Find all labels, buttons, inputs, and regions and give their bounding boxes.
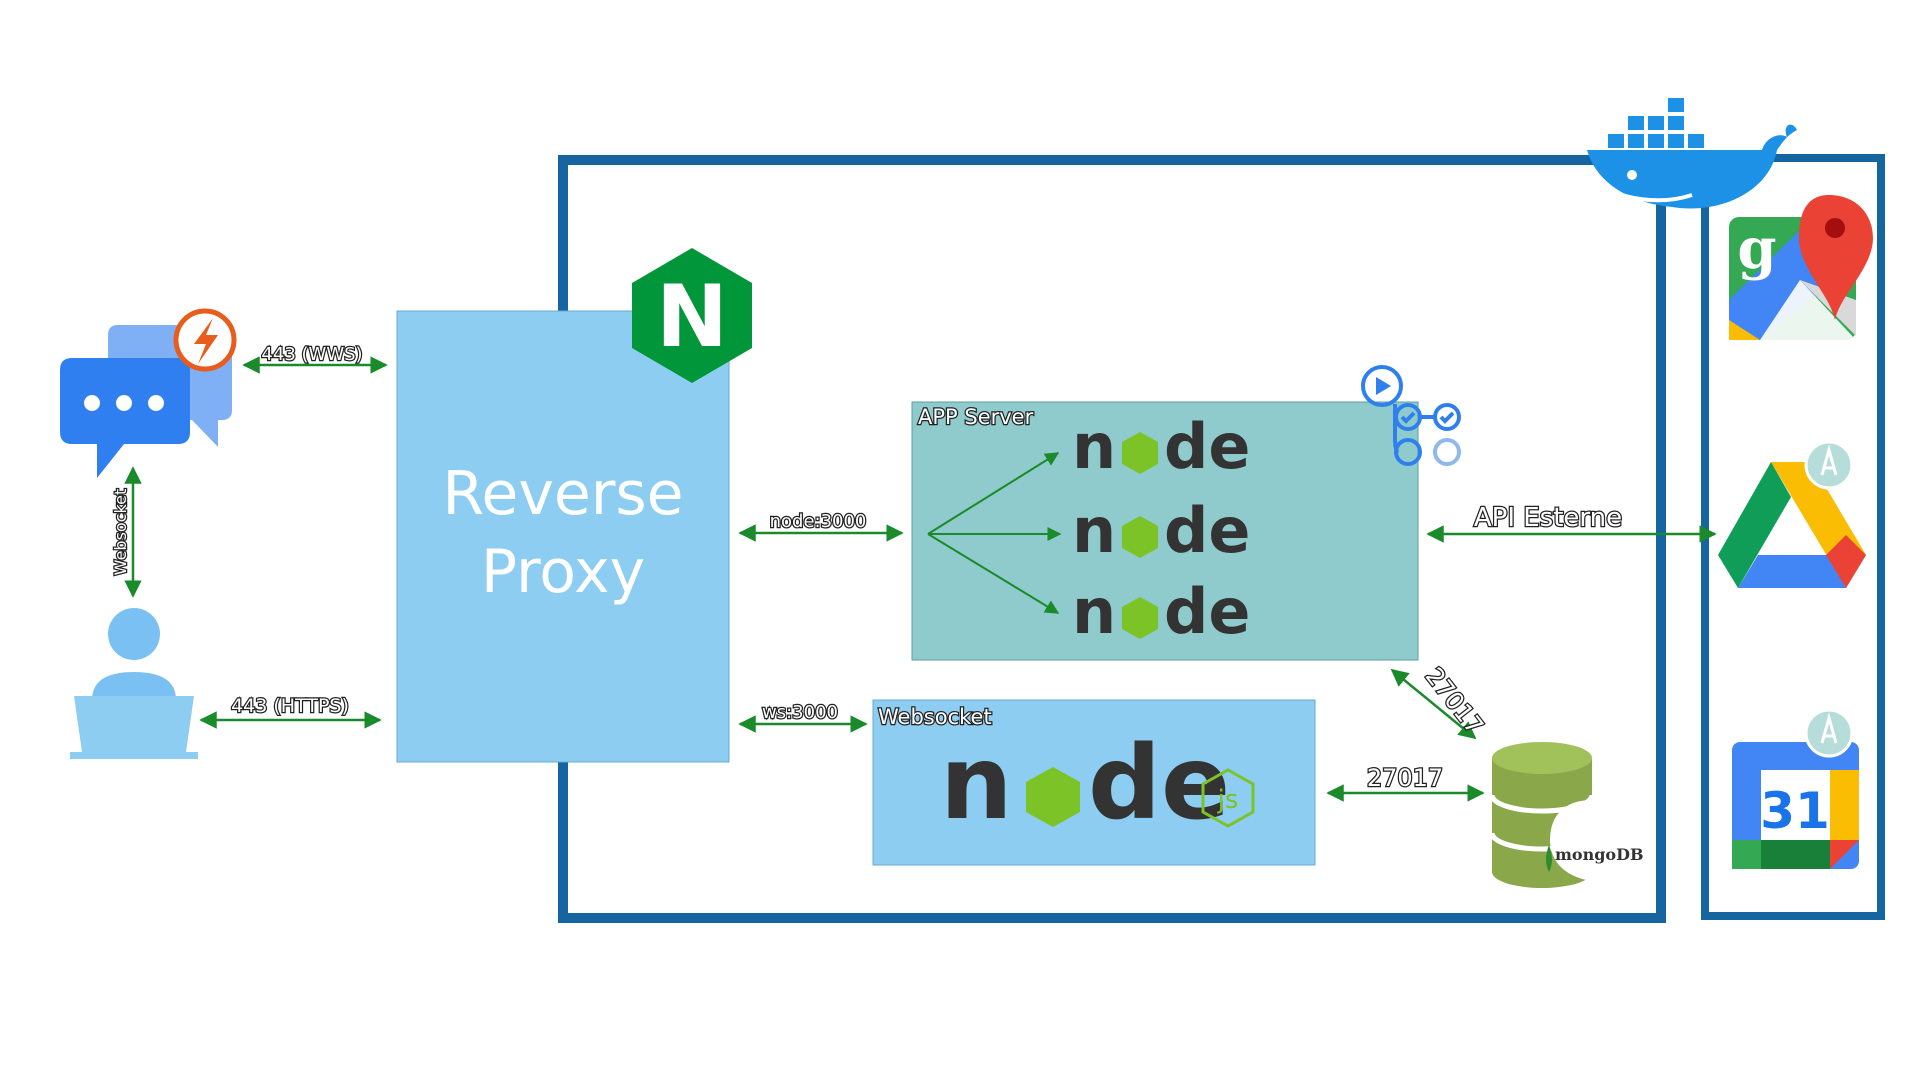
reverse-proxy-box (396, 310, 730, 763)
node-letter-n: n (1072, 410, 1116, 483)
app-mongo-arrow (1390, 668, 1477, 740)
wss-label: 443 (WWS) (261, 344, 362, 365)
proxy-label-line2: Proxy (481, 537, 645, 607)
lightning-badge-icon (173, 308, 237, 372)
node-hexagon-icon (1026, 767, 1080, 827)
api-esterne-label: API Esterne (1474, 503, 1622, 533)
js-hexagon-icon (1201, 768, 1255, 828)
websocket-vertical-label: Websocket (111, 489, 130, 576)
maps-letter: g (1737, 216, 1776, 282)
github-actions-icon (1361, 365, 1461, 466)
fanout-arrow-bottom (927, 533, 1060, 614)
node-letter-n: n (1072, 575, 1116, 648)
mongodb-label: mongoDB (1555, 845, 1644, 864)
google-calendar-icon: 31 (1732, 708, 1859, 869)
node-hexagon-icon (1122, 516, 1158, 558)
node-letter-n: n (940, 724, 1013, 843)
app-server-box (911, 401, 1419, 661)
node-logo-2: n de (1072, 494, 1250, 567)
app-server-label: APP Server (918, 405, 1034, 429)
node-hexagon-icon (1122, 597, 1158, 639)
websocket-box (872, 699, 1316, 866)
nodejs-logo: n de js (940, 724, 1255, 843)
node-letters-de: de (1164, 410, 1250, 483)
user-laptop-icon (70, 608, 198, 759)
https-label: 443 (HTTPS) (231, 695, 349, 717)
node-letters-de: de (1164, 575, 1250, 648)
mongodb-database-icon: mongoDB (1489, 740, 1644, 888)
connections (124, 356, 1717, 802)
node-letters-de: de (1088, 724, 1230, 843)
websocket-box-label: Websocket (878, 705, 992, 729)
node-logo-1: n de (1072, 410, 1250, 483)
google-maps-icon: g (1729, 195, 1873, 340)
google-drive-icon (1718, 440, 1866, 588)
ws-port-label: ws:3000 (762, 702, 838, 723)
node-logo-3: n de (1072, 575, 1250, 648)
calendar-day-label: 31 (1760, 782, 1830, 840)
nginx-logo-icon: N (632, 248, 752, 383)
nginx-letter: N (656, 267, 728, 367)
proxy-label-line1: Reverse (442, 459, 683, 529)
fanout-arrow-top (927, 452, 1060, 535)
js-label: js (1217, 785, 1239, 815)
docker-whale-icon (1587, 96, 1797, 209)
mongo-port-label-2: 27017 (1367, 764, 1443, 792)
node-letter-n: n (1072, 494, 1116, 567)
node-hexagon-icon (1122, 432, 1158, 474)
node-letters-de: de (1164, 494, 1250, 567)
load-balancing-arrows (927, 452, 1062, 614)
node-port-label: node:3000 (770, 511, 867, 532)
